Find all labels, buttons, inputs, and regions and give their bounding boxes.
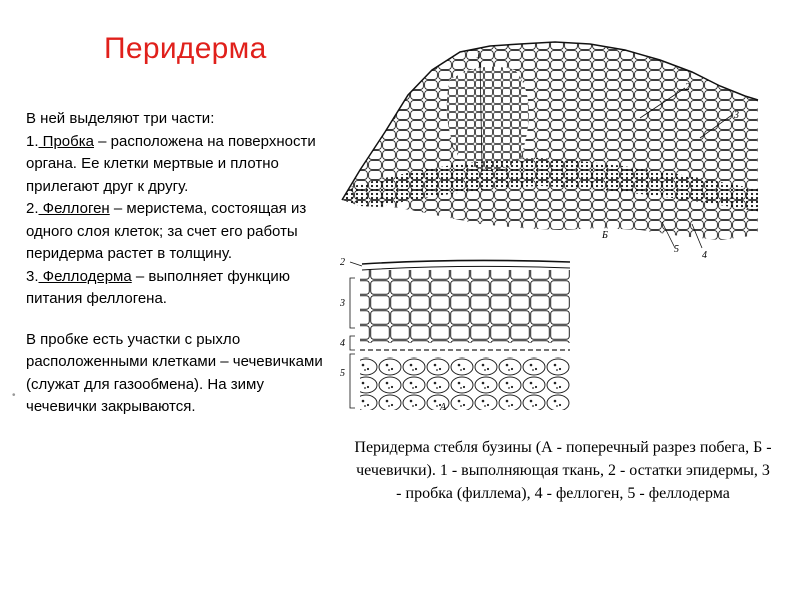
top-label-b: Б xyxy=(601,230,608,241)
figure-caption: Перидерма стебля бузины (А - поперечный … xyxy=(354,439,772,502)
top-label-4: 4 xyxy=(702,250,707,261)
cross-section-figure: 2 3 4 5 А xyxy=(339,257,571,413)
intro-line: В ней выделяют три части: xyxy=(26,110,215,127)
page-title: Перидерма xyxy=(104,32,267,65)
top-label-1: 1 xyxy=(476,50,481,61)
top-label-2: 2 xyxy=(685,82,690,93)
bottom-label-3: 3 xyxy=(339,298,345,309)
term-phelloderm: Феллодерма xyxy=(38,267,132,285)
top-label-5: 5 xyxy=(674,244,679,255)
lenticels-note: В пробке есть участки с рыхло расположен… xyxy=(26,330,323,416)
description-text: В ней выделяют три части: 1. Пробка – ра… xyxy=(26,108,326,419)
item-phellogen: 2. Феллоген – меристема, состоящая из од… xyxy=(26,200,307,262)
bottom-label-a: А xyxy=(439,402,447,413)
term-cork: Пробка xyxy=(38,132,94,150)
term-phellogen: Феллоген xyxy=(38,200,110,217)
item-phelloderm: 3. Феллодерма – выполняет функцию питани… xyxy=(26,267,291,308)
bottom-label-4: 4 xyxy=(340,338,345,349)
item-cork: 1. Пробка – расположена на поверхности о… xyxy=(26,132,316,195)
bullet-mark: • xyxy=(12,390,16,401)
bottom-label-5: 5 xyxy=(340,368,345,379)
top-label-3: 3 xyxy=(733,110,739,121)
bottom-label-2: 2 xyxy=(340,257,345,268)
lenticel-section-figure: 1 2 3 Б 5 4 xyxy=(341,41,759,261)
